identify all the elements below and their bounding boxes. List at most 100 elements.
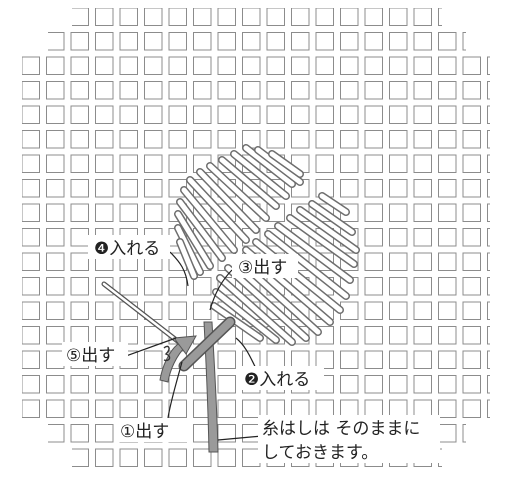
grid-cell	[119, 203, 138, 222]
grid-cell	[364, 81, 383, 100]
grid-cell	[438, 154, 457, 173]
grid-cell	[70, 252, 89, 271]
grid-cell	[413, 301, 432, 320]
grid-cell	[438, 277, 457, 296]
grid-cell	[95, 301, 114, 320]
grid-cell	[487, 228, 490, 247]
grid-cell	[242, 105, 261, 124]
grid-cell	[46, 277, 65, 296]
grid-cell	[462, 301, 481, 320]
needle-icon	[101, 281, 197, 362]
grid-cell	[217, 105, 236, 124]
grid-cell	[462, 448, 481, 467]
grid-cell	[242, 8, 261, 26]
grid-cell	[413, 154, 432, 173]
grid-cell	[389, 56, 408, 75]
stitch-fill	[219, 157, 279, 209]
stitch-fill	[213, 289, 279, 343]
grid-cell	[217, 56, 236, 75]
grid-cell	[438, 8, 457, 26]
grid-cell	[70, 56, 89, 75]
grid-cell	[462, 8, 481, 26]
grid-cell	[217, 375, 236, 394]
grid-cell	[144, 56, 163, 75]
grid-cell	[119, 105, 138, 124]
stitch-fill	[231, 151, 289, 199]
grid-cell	[144, 350, 163, 369]
grid-cell	[487, 81, 490, 100]
grid-cell	[168, 8, 187, 26]
grid-cell	[389, 154, 408, 173]
grid-cell	[487, 32, 490, 51]
grid-cell	[46, 130, 65, 149]
grid-cell	[70, 326, 89, 345]
grid-cell	[291, 56, 310, 75]
grid-cell	[438, 105, 457, 124]
grid-cell	[487, 252, 490, 271]
grid-cell	[46, 81, 65, 100]
grid-cell	[168, 301, 187, 320]
grid-cell	[487, 399, 490, 418]
grid-cell	[22, 32, 40, 51]
grid-cell	[46, 56, 65, 75]
grid-cell	[340, 32, 359, 51]
grid-cell	[144, 179, 163, 198]
grid-cell	[340, 179, 359, 198]
grid-cell	[364, 56, 383, 75]
grid-cell	[168, 105, 187, 124]
grid-cell	[70, 130, 89, 149]
grid-cell	[217, 448, 236, 467]
grid-cell	[70, 399, 89, 418]
grid-cell	[144, 8, 163, 26]
grid-cell	[438, 326, 457, 345]
grid-cell	[242, 81, 261, 100]
stitch-fill	[177, 199, 225, 261]
stitch-fill	[297, 207, 359, 253]
grid-cell	[340, 326, 359, 345]
stitch-fill	[175, 225, 203, 275]
grid-cell	[389, 179, 408, 198]
grid-cell	[95, 375, 114, 394]
grid-cell	[462, 228, 481, 247]
grid-cell	[266, 8, 285, 26]
grid-cell	[291, 105, 310, 124]
grid-cell	[462, 105, 481, 124]
grid-cell	[22, 56, 40, 75]
grid-cell	[46, 350, 65, 369]
grid-cell	[340, 8, 359, 26]
grid-cell	[413, 105, 432, 124]
grid-cell	[462, 81, 481, 100]
label-backgrounds	[62, 235, 440, 463]
grid-cell	[242, 56, 261, 75]
grid-cell	[315, 32, 334, 51]
grid-cell	[364, 8, 383, 26]
grid-cell	[217, 130, 236, 149]
grid-cell	[193, 8, 212, 26]
grid-cell	[95, 8, 114, 26]
grid-cell	[364, 203, 383, 222]
grid-cell	[22, 375, 40, 394]
grid-cell	[144, 81, 163, 100]
grid-cell	[389, 203, 408, 222]
grid-cell	[70, 277, 89, 296]
grid-cell	[413, 252, 432, 271]
grid-cell	[389, 130, 408, 149]
grid-cell	[22, 448, 40, 467]
grid-cell	[22, 399, 40, 418]
satin-stitches-lower	[210, 192, 360, 346]
grid-cell	[291, 130, 310, 149]
grid-cell	[438, 228, 457, 247]
grid-cell	[193, 448, 212, 467]
grid-cell	[315, 154, 334, 173]
grid-cell	[70, 203, 89, 222]
grid-cell	[46, 252, 65, 271]
grid-cell	[340, 399, 359, 418]
grid-cell	[315, 8, 334, 26]
grid-cell	[364, 326, 383, 345]
grid-cell	[46, 32, 65, 51]
grid-cell	[144, 32, 163, 51]
stitch-fill	[255, 147, 303, 185]
grid-cell	[22, 252, 40, 271]
grid-cell	[70, 301, 89, 320]
grid-cell	[487, 56, 490, 75]
